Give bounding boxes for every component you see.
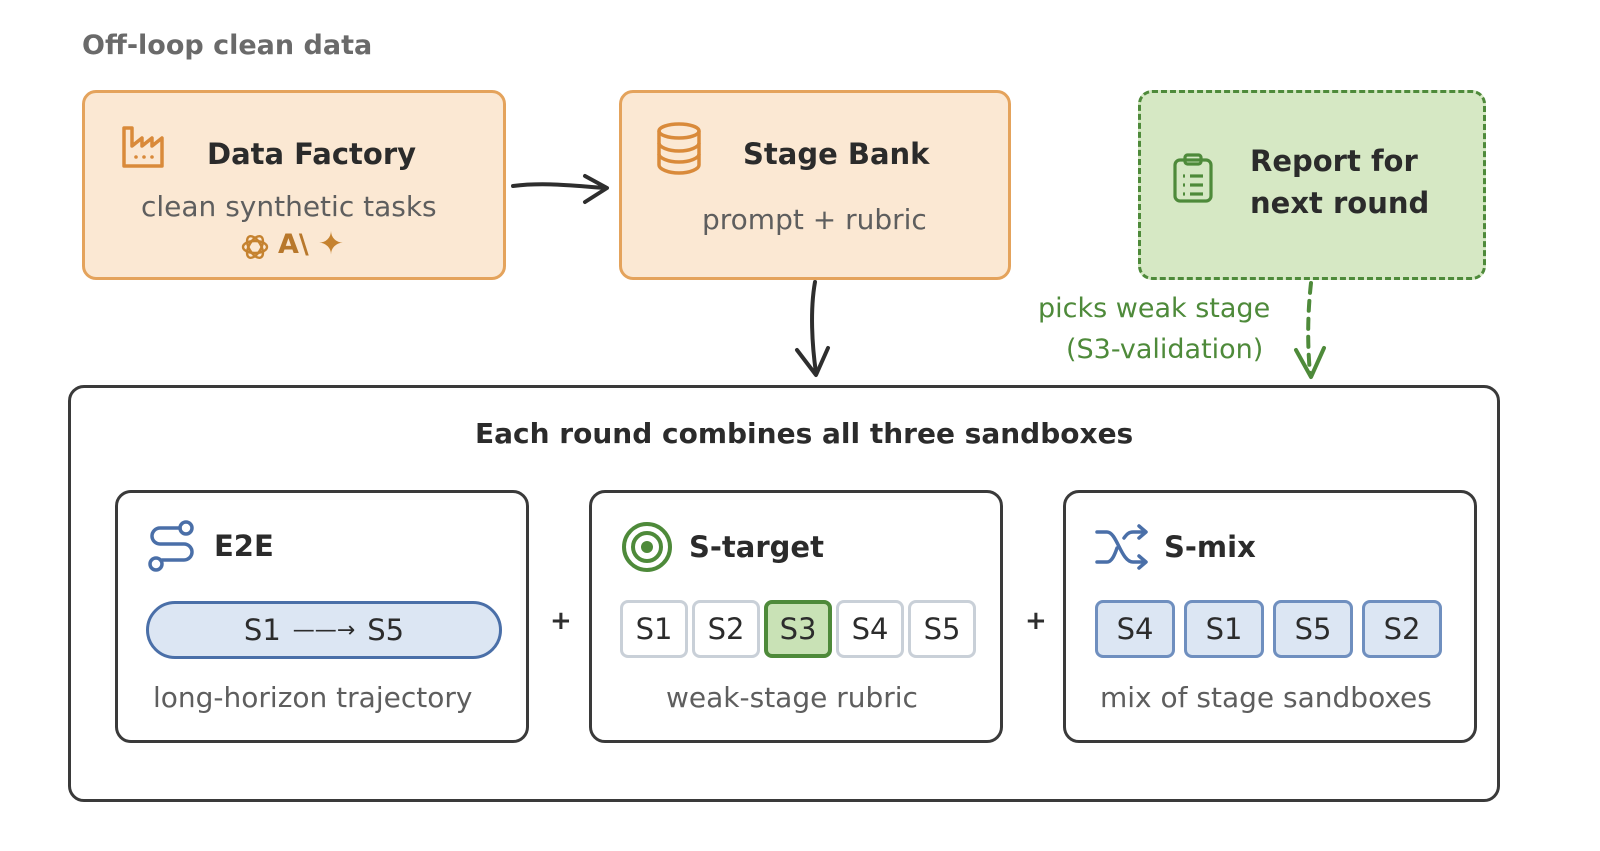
s-target-chip: S1 [620, 600, 688, 658]
report-title-line2: next round [1250, 186, 1430, 220]
target-icon [620, 520, 674, 578]
bank-to-round-arrow [795, 280, 830, 377]
s-mix-chip: S2 [1362, 600, 1442, 658]
s-mix-chip: S5 [1273, 600, 1353, 658]
stage-bank-title: Stage Bank [743, 137, 930, 171]
stage-bank-box [619, 90, 1011, 280]
openai-logo-icon [239, 231, 271, 267]
e2e-trajectory-pill: S1 ——→ S5 [146, 601, 502, 659]
s-target-chip: S4 [836, 600, 904, 658]
data-factory-subtitle: clean synthetic tasks [141, 190, 437, 223]
sparkle-logo-icon: ✦ [318, 226, 344, 262]
route-icon [146, 519, 198, 577]
shuffle-icon [1094, 522, 1152, 576]
s-target-chip: S5 [908, 600, 976, 658]
anthropic-logo-icon: A\ [278, 229, 309, 260]
s-target-title: S-target [689, 530, 824, 564]
s-mix-title: S-mix [1164, 530, 1256, 564]
feedback-label-line1: picks weak stage [1038, 293, 1271, 324]
s-target-caption: weak-stage rubric [666, 681, 918, 714]
data-factory-title: Data Factory [207, 137, 417, 171]
e2e-caption: long-horizon trajectory [153, 681, 473, 714]
pill-end-label: S5 [367, 613, 405, 647]
s-mix-chip: S4 [1095, 600, 1175, 658]
section-heading: Off-loop clean data [82, 30, 373, 61]
report-to-round-arrow [1294, 281, 1326, 379]
plus-sign: + [550, 606, 572, 636]
s-target-chip: S2 [692, 600, 760, 658]
s-mix-chip: S1 [1184, 600, 1264, 658]
report-title-line1: Report for [1250, 144, 1418, 178]
factory-icon [120, 122, 168, 174]
data-factory-box [82, 90, 506, 280]
database-icon [654, 121, 704, 181]
pill-arrow-icon: ——→ [292, 617, 356, 643]
plus-sign: + [1025, 606, 1047, 636]
factory-to-bank-arrow [511, 174, 609, 204]
clipboard-icon [1172, 152, 1214, 208]
pill-start-label: S1 [243, 613, 281, 647]
feedback-label-line2: (S3-validation) [1066, 334, 1264, 365]
s-mix-caption: mix of stage sandboxes [1100, 681, 1432, 714]
e2e-title: E2E [214, 529, 274, 563]
s-target-chip-highlighted: S3 [764, 600, 832, 658]
round-title: Each round combines all three sandboxes [475, 417, 1134, 450]
stage-bank-subtitle: prompt + rubric [702, 203, 927, 236]
